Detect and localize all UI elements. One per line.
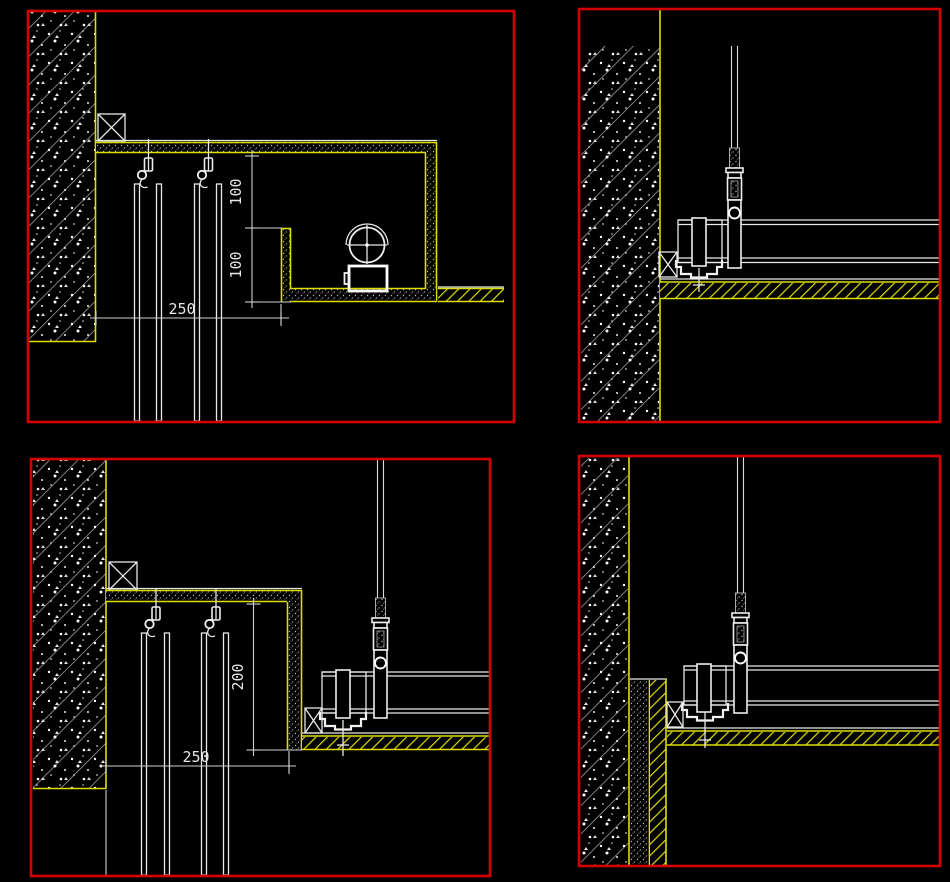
dim-label-100-lower: 100 xyxy=(227,251,245,278)
dim-label-100-upper: 100 xyxy=(227,178,245,205)
hanger-bracket xyxy=(725,147,744,269)
carrying-channel xyxy=(680,663,730,748)
wall-section xyxy=(581,10,661,421)
ceiling-board xyxy=(667,727,939,746)
blocking-x xyxy=(304,707,323,734)
suspended-ceiling-board xyxy=(302,732,489,751)
blocking-x xyxy=(97,113,126,142)
wall-section xyxy=(581,457,630,865)
blocking-x xyxy=(666,701,684,728)
hanger-rod xyxy=(736,457,745,595)
dimension-vertical-200: 200 xyxy=(229,598,302,756)
hanger-rod xyxy=(730,46,739,150)
wall-section xyxy=(33,460,107,875)
cove-front-board xyxy=(280,227,292,302)
viewport-frame xyxy=(26,9,516,424)
ceiling-gypsum-band xyxy=(96,139,437,154)
curtain-panel xyxy=(133,183,163,422)
dim-label-250: 250 xyxy=(182,748,209,766)
panel-top-left: 100 100 250 xyxy=(26,9,516,424)
hanger-rod xyxy=(376,460,385,600)
curtain-panel xyxy=(140,632,171,876)
viewport-frame xyxy=(577,7,942,424)
wall-section xyxy=(29,12,97,343)
panel-bottom-left: 200 250 xyxy=(29,457,492,878)
viewport-frame xyxy=(29,457,492,878)
cove-side-board xyxy=(424,142,438,302)
ceiling-board xyxy=(660,278,939,300)
furring-channels xyxy=(678,219,939,264)
furred-wall xyxy=(630,678,667,865)
carrying-channel xyxy=(674,217,724,292)
panel-bottom-right xyxy=(577,454,942,868)
cove-side-board xyxy=(286,590,303,750)
dimension-horizontal-250: 250 xyxy=(100,748,296,774)
furring-channels xyxy=(684,665,939,706)
dim-label-200: 200 xyxy=(229,663,247,690)
panel-top-right xyxy=(577,7,942,424)
cove-bottom-board xyxy=(290,287,437,303)
dimension-vertical-100-100: 100 100 xyxy=(227,150,291,308)
dim-label-250: 250 xyxy=(168,300,195,318)
ceiling-gypsum-band xyxy=(106,587,302,603)
cove-light-fixture xyxy=(343,223,389,293)
carrying-channel xyxy=(318,669,368,756)
viewport-frame xyxy=(577,454,942,868)
hanger-bracket xyxy=(731,592,750,714)
dimension-horizontal-250: 250 xyxy=(90,300,289,326)
curtain-panel xyxy=(193,183,223,422)
ceiling-diagonal-board xyxy=(438,286,504,303)
blocking-x xyxy=(108,561,138,591)
hanger-bracket xyxy=(371,597,390,719)
blocking-x xyxy=(658,251,678,278)
